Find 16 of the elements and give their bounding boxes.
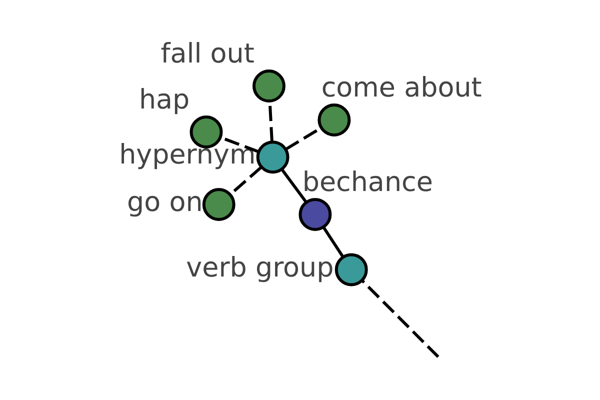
- node-label: go on: [126, 187, 202, 218]
- node-label: hap: [138, 84, 190, 116]
- node-label: fall out: [160, 38, 254, 70]
- node-label: verb group: [186, 252, 334, 284]
- node-circle: [298, 198, 332, 231]
- node-circle: [317, 104, 350, 136]
- connector: [280, 168, 307, 204]
- node-label: come about: [320, 72, 482, 104]
- node-label: hypernym: [118, 140, 256, 171]
- connector: [360, 280, 439, 358]
- node-circle: [202, 188, 235, 221]
- node-circle: [334, 253, 368, 286]
- node-label: bechance: [302, 167, 432, 198]
- node-circle: [256, 140, 289, 174]
- node-circle: [252, 70, 285, 103]
- connector: [322, 226, 344, 258]
